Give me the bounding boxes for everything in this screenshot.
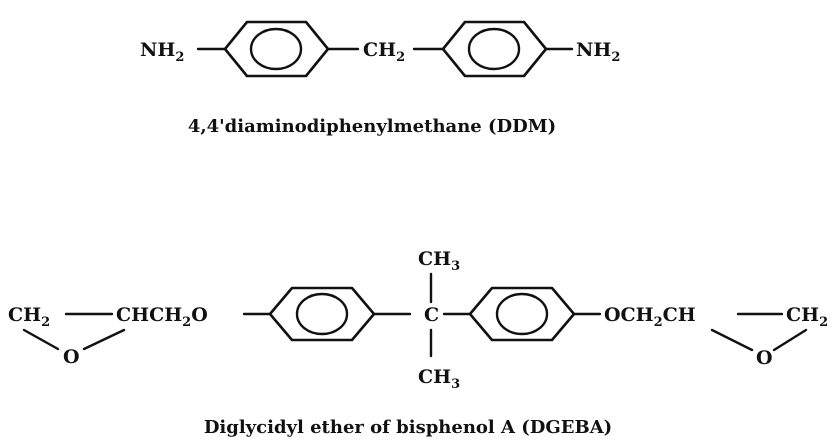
ddm-benzene-ring-left [223, 20, 330, 78]
ddm-caption: 4,4'diaminodiphenylmethane (DDM) [188, 116, 556, 137]
ddm-benzene-ring-right [441, 20, 548, 78]
dgeba-left-epoxide-co-bond-2 [82, 328, 126, 351]
dgeba-top-methyl: CH3 [418, 248, 460, 274]
ddm-structure: NH2 CH2 NH2 4,4'diaminodiphenylmethane (… [140, 20, 620, 137]
dgeba-right-epoxide-oxygen: O [756, 347, 773, 369]
ddm-bridge-methylene: CH2 [363, 39, 405, 65]
dgeba-left-chain: CHCH2O [116, 304, 208, 330]
dgeba-left-epoxide-co-bond-1 [22, 328, 60, 351]
dgeba-caption: Diglycidyl ether of bisphenol A (DGEBA) [204, 417, 612, 438]
dgeba-right-epoxide-co-bond-1 [710, 328, 754, 352]
ddm-right-amine: NH2 [576, 39, 620, 65]
dgeba-bottom-methyl: CH3 [418, 366, 460, 392]
dgeba-right-epoxide-co-bond-2 [772, 328, 808, 352]
dgeba-right-chain: OCH2CH [604, 304, 696, 330]
dgeba-right-epoxide-carbon: CH2 [786, 304, 828, 330]
dgeba-left-epoxide-carbon: CH2 [8, 304, 50, 330]
dgeba-structure: CH2 CHCH2O O CH3 C CH3 OCH2CH CH2 O D [8, 248, 828, 438]
dgeba-benzene-ring-right [468, 286, 576, 342]
dgeba-left-epoxide-oxygen: O [63, 346, 80, 368]
ddm-left-amine: NH2 [140, 39, 184, 65]
dgeba-benzene-ring-left [268, 286, 376, 342]
dgeba-central-carbon: C [424, 304, 439, 326]
